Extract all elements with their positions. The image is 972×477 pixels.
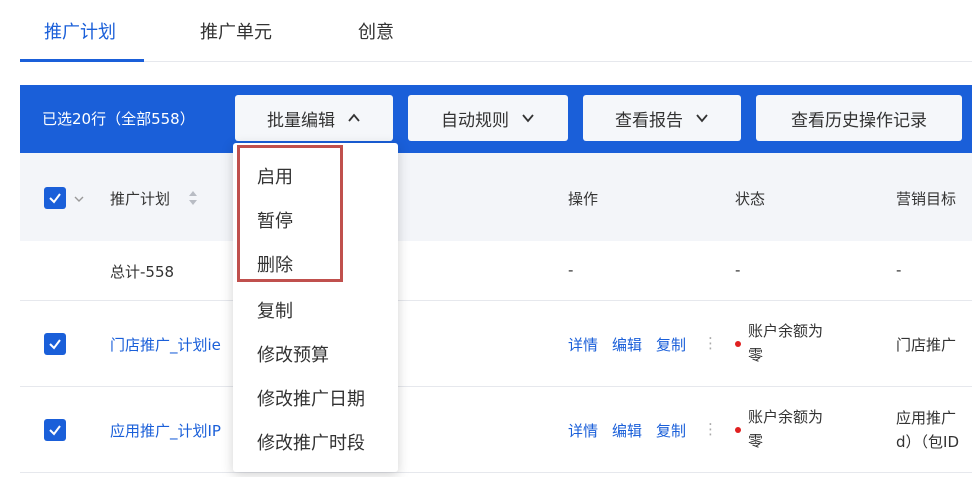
total-plan: 总计-558: [110, 263, 175, 281]
table-row: 应用推广_计划IP 详情 编辑 复制 ⋮ 账户余额为 零 应用推广 d）（包ID: [20, 387, 972, 473]
chevron-down-icon: [696, 114, 708, 123]
menu-item-budget[interactable]: 修改预算: [257, 345, 329, 366]
table-header: 推广计划 操作 状态 营销目标: [20, 153, 972, 241]
row-checkbox[interactable]: [44, 419, 66, 441]
more-icon[interactable]: ⋮: [703, 420, 718, 438]
total-row: 总计-558 - - -: [20, 241, 972, 301]
status-line1: 账户余额为: [748, 322, 824, 340]
goal-value: 应用推广: [896, 409, 957, 427]
menu-item-pause[interactable]: 暂停: [257, 211, 293, 232]
chevron-down-icon[interactable]: [74, 194, 84, 204]
more-icon[interactable]: ⋮: [703, 334, 718, 352]
detail-link[interactable]: 详情: [568, 336, 599, 354]
plan-tabs: 推广计划 推广单元 创意: [20, 0, 972, 62]
select-all-checkbox[interactable]: [44, 187, 66, 209]
active-tab-indicator: [20, 59, 144, 62]
menu-item-timeslot[interactable]: 修改推广时段: [257, 433, 365, 454]
auto-rules-label: 自动规则: [441, 110, 509, 131]
menu-item-copy[interactable]: 复制: [257, 301, 293, 322]
status-line2: 零: [748, 432, 764, 450]
edit-link[interactable]: 编辑: [612, 336, 643, 354]
plan-name-link[interactable]: 门店推广_计划ie: [110, 336, 221, 354]
tab-plan[interactable]: 推广计划: [44, 22, 116, 43]
status-dot: [735, 427, 741, 433]
history-button[interactable]: 查看历史操作记录: [756, 95, 962, 141]
history-label: 查看历史操作记录: [791, 110, 927, 131]
batch-edit-button[interactable]: 批量编辑: [235, 95, 393, 141]
chevron-down-icon: [522, 114, 534, 123]
selected-count: 已选20行（全部558）: [42, 110, 195, 128]
header-plan: 推广计划: [110, 190, 171, 208]
header-ops: 操作: [568, 190, 599, 208]
edit-link[interactable]: 编辑: [612, 422, 643, 440]
header-status: 状态: [735, 190, 766, 208]
auto-rules-button[interactable]: 自动规则: [408, 95, 568, 141]
view-report-button[interactable]: 查看报告: [583, 95, 741, 141]
status-line2: 零: [748, 346, 764, 364]
goal-value-line2: d）（包ID: [896, 433, 959, 451]
goal-value: 门店推广: [896, 336, 957, 354]
view-report-label: 查看报告: [615, 110, 683, 131]
menu-item-dates[interactable]: 修改推广日期: [257, 389, 365, 410]
status-line1: 账户余额为: [748, 408, 824, 426]
row-checkbox[interactable]: [44, 333, 66, 355]
highlight-annotation: [237, 145, 343, 282]
chevron-up-icon: [348, 113, 360, 122]
batch-edit-menu: 启用 暂停 删除 复制 修改预算 修改推广日期 修改推广时段: [233, 143, 398, 472]
menu-item-enable[interactable]: 启用: [257, 167, 293, 188]
check-icon: [49, 425, 61, 436]
sort-icon[interactable]: [188, 190, 198, 206]
header-goal: 营销目标: [896, 190, 957, 208]
copy-link[interactable]: 复制: [656, 422, 687, 440]
menu-item-delete[interactable]: 删除: [257, 255, 293, 276]
copy-link[interactable]: 复制: [656, 336, 687, 354]
total-ops: -: [568, 261, 574, 279]
total-goal: -: [896, 261, 902, 279]
detail-link[interactable]: 详情: [568, 422, 599, 440]
check-icon: [49, 339, 61, 350]
table-row: 门店推广_计划ie 详情 编辑 复制 ⋮ 账户余额为 零 门店推广: [20, 301, 972, 387]
batch-toolbar: 已选20行（全部558） 批量编辑 自动规则 查看报告 查看历史操作记录: [20, 85, 972, 153]
tab-creative[interactable]: 创意: [358, 22, 394, 43]
total-status: -: [735, 261, 741, 279]
plan-name-link[interactable]: 应用推广_计划IP: [110, 422, 221, 440]
batch-edit-label: 批量编辑: [267, 110, 335, 131]
tab-unit[interactable]: 推广单元: [200, 22, 272, 43]
status-dot: [735, 341, 741, 347]
check-icon: [49, 193, 61, 204]
